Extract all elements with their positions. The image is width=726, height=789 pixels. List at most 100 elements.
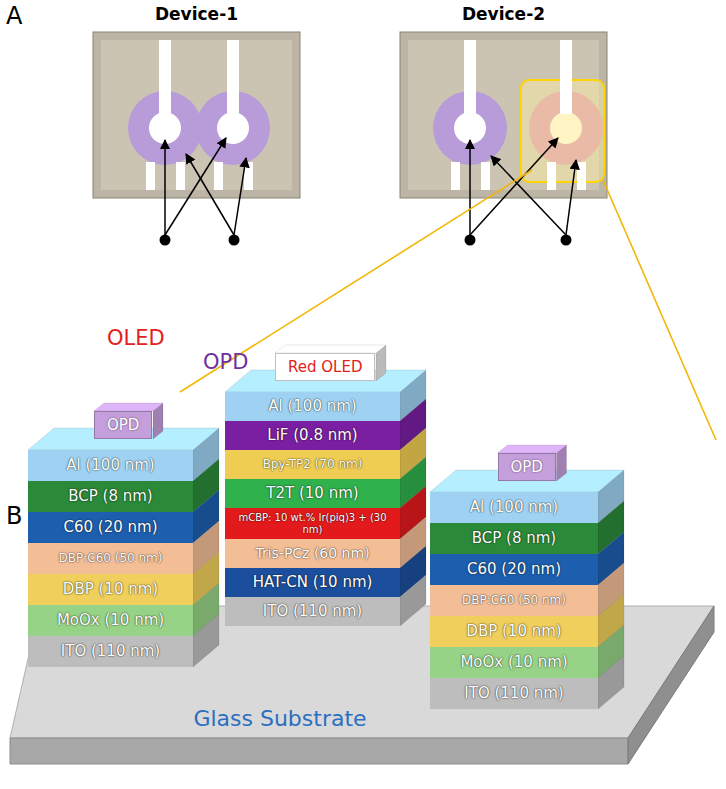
device-label: OPD	[203, 350, 726, 374]
layer-box: C60 (20 nm)	[28, 512, 193, 543]
device-photo: Device-2	[400, 4, 607, 198]
oled-pixel	[550, 112, 582, 144]
electrode	[451, 162, 460, 190]
layer-box: Bpy-TP2 (70 nm)	[225, 450, 400, 479]
pointer-arrow	[164, 140, 166, 235]
node-text: LiF (0.8 nm)	[267, 427, 357, 444]
layer-box: ITO (110 nm)	[28, 636, 193, 667]
device-tag: Red OLED	[275, 353, 375, 381]
layer-box: DBP:C60 (50 nm)	[28, 543, 193, 574]
electrode	[560, 40, 572, 114]
node-text: Bpy-TP2 (70 nm)	[263, 458, 363, 472]
layer-box: BCP (8 nm)	[430, 523, 598, 554]
layer-box: T2T (10 nm)	[225, 479, 400, 508]
layer-box: DBP (10 nm)	[28, 574, 193, 605]
substrate-side	[628, 606, 714, 764]
node-text: T2T (10 nm)	[266, 485, 358, 502]
layer-box: ITO (110 nm)	[430, 678, 598, 709]
pointer-dot	[465, 235, 476, 246]
pointer-arrows	[165, 138, 576, 235]
panel-letter: A	[6, 2, 726, 30]
node-text: ITO (110 nm)	[263, 603, 362, 620]
node-text: ITO (110 nm)	[464, 685, 563, 702]
oled-pixel	[217, 112, 249, 144]
pointer-arrow	[469, 140, 471, 235]
electrode	[547, 162, 556, 190]
zoom-lines	[180, 170, 716, 440]
pointer-dot	[229, 235, 240, 246]
electrode	[227, 40, 239, 114]
tag-top	[94, 403, 163, 411]
node-text: MoOx (10 nm)	[460, 654, 567, 671]
pointer-arrow	[234, 158, 246, 235]
node-text: Tris-PCz (60 nm)	[255, 545, 369, 561]
node-text: BCP (8 nm)	[68, 488, 152, 505]
layer-box: C60 (20 nm)	[430, 554, 598, 585]
device-label: OPD	[0, 302, 597, 326]
node-text: DBP (10 nm)	[466, 623, 561, 640]
stack-faces	[28, 345, 624, 709]
node-text: Glass Substrate	[193, 706, 366, 731]
electrode	[159, 40, 171, 114]
pointer-arrow	[491, 156, 566, 235]
pointer-arrow	[165, 138, 226, 235]
layer-box: MoOx (10 nm)	[28, 605, 193, 636]
layer-box: Al (100 nm)	[28, 450, 193, 481]
electrode	[481, 162, 490, 190]
node-text: Al (100 nm)	[268, 398, 356, 415]
node-text: OPD	[511, 458, 543, 476]
layer-box: ITO (110 nm)	[225, 597, 400, 626]
layer-side	[193, 614, 219, 667]
layer-box: DBP (10 nm)	[430, 616, 598, 647]
layer-box: DBP:C60 (50 nm)	[430, 585, 598, 616]
glass-area	[101, 40, 292, 190]
electrode	[146, 162, 155, 190]
layer-box: BCP (8 nm)	[28, 481, 193, 512]
pointer-dot	[160, 235, 171, 246]
node-text: HAT-CN (10 nm)	[253, 574, 373, 591]
node-text: ITO (110 nm)	[61, 643, 160, 660]
electrode	[176, 162, 185, 190]
panel-letter: B	[6, 502, 726, 530]
oled-pixel	[454, 112, 486, 144]
device-label: OLED	[0, 278, 528, 302]
electrode	[577, 162, 586, 190]
device-photo: Device-1	[93, 4, 300, 198]
node-text: Al (100 nm)	[66, 457, 154, 474]
device-tag: OPD	[498, 453, 556, 481]
node-text: MoOx (10 nm)	[57, 612, 164, 629]
photo-heading: Device-1	[155, 4, 238, 24]
pointer-arrow	[186, 154, 234, 235]
node-text: DBP:C60 (50 nm)	[462, 594, 566, 608]
tag-top	[498, 445, 567, 453]
layer-box: HAT-CN (10 nm)	[225, 568, 400, 597]
layer-side	[400, 575, 426, 626]
pointer-dots	[160, 235, 572, 246]
layer-box: LiF (0.8 nm)	[225, 421, 400, 450]
node-text: DBP (10 nm)	[63, 581, 158, 598]
tag-top	[275, 345, 386, 353]
node-text: mCBP: 10 wt.% Ir(piq)3 + (30 nm)	[230, 512, 395, 535]
node-text: Al (100 nm)	[470, 499, 558, 516]
pointer-arrow	[470, 138, 558, 235]
layer-box: MoOx (10 nm)	[430, 647, 598, 678]
oled-pixel	[149, 112, 181, 144]
layer-box: Al (100 nm)	[225, 392, 400, 421]
layer-box: mCBP: 10 wt.% Ir(piq)3 + (30 nm)	[225, 508, 400, 539]
electrode	[464, 40, 476, 114]
layer-box: Tris-PCz (60 nm)	[225, 539, 400, 568]
node-text: OPD	[107, 416, 139, 434]
node-text: BCP (8 nm)	[472, 530, 556, 547]
layer-side	[598, 656, 624, 709]
device-photo-art	[400, 32, 607, 198]
pointer-arrow	[566, 160, 576, 235]
node-text: DBP:C60 (50 nm)	[59, 552, 163, 566]
photo-heading: Device-2	[462, 4, 545, 24]
device-label: OLED	[107, 326, 726, 350]
node-text: C60 (20 nm)	[467, 561, 561, 578]
substrate-front	[10, 738, 628, 764]
layer-box: Al (100 nm)	[430, 492, 598, 523]
electrode	[214, 162, 223, 190]
device-tag: OPD	[94, 411, 152, 439]
